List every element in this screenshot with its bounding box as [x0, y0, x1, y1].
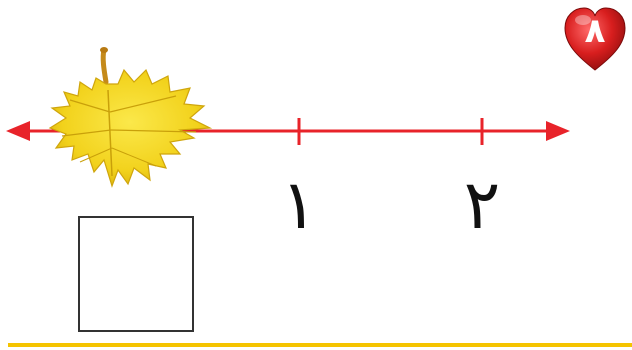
- answer-box[interactable]: [78, 216, 194, 332]
- tick-label-1: ۱: [281, 172, 318, 240]
- page-number: ۸: [563, 14, 627, 48]
- bottom-divider: [8, 343, 632, 347]
- page-badge: ۸: [563, 6, 627, 74]
- tick-label-2: ۲: [464, 172, 501, 240]
